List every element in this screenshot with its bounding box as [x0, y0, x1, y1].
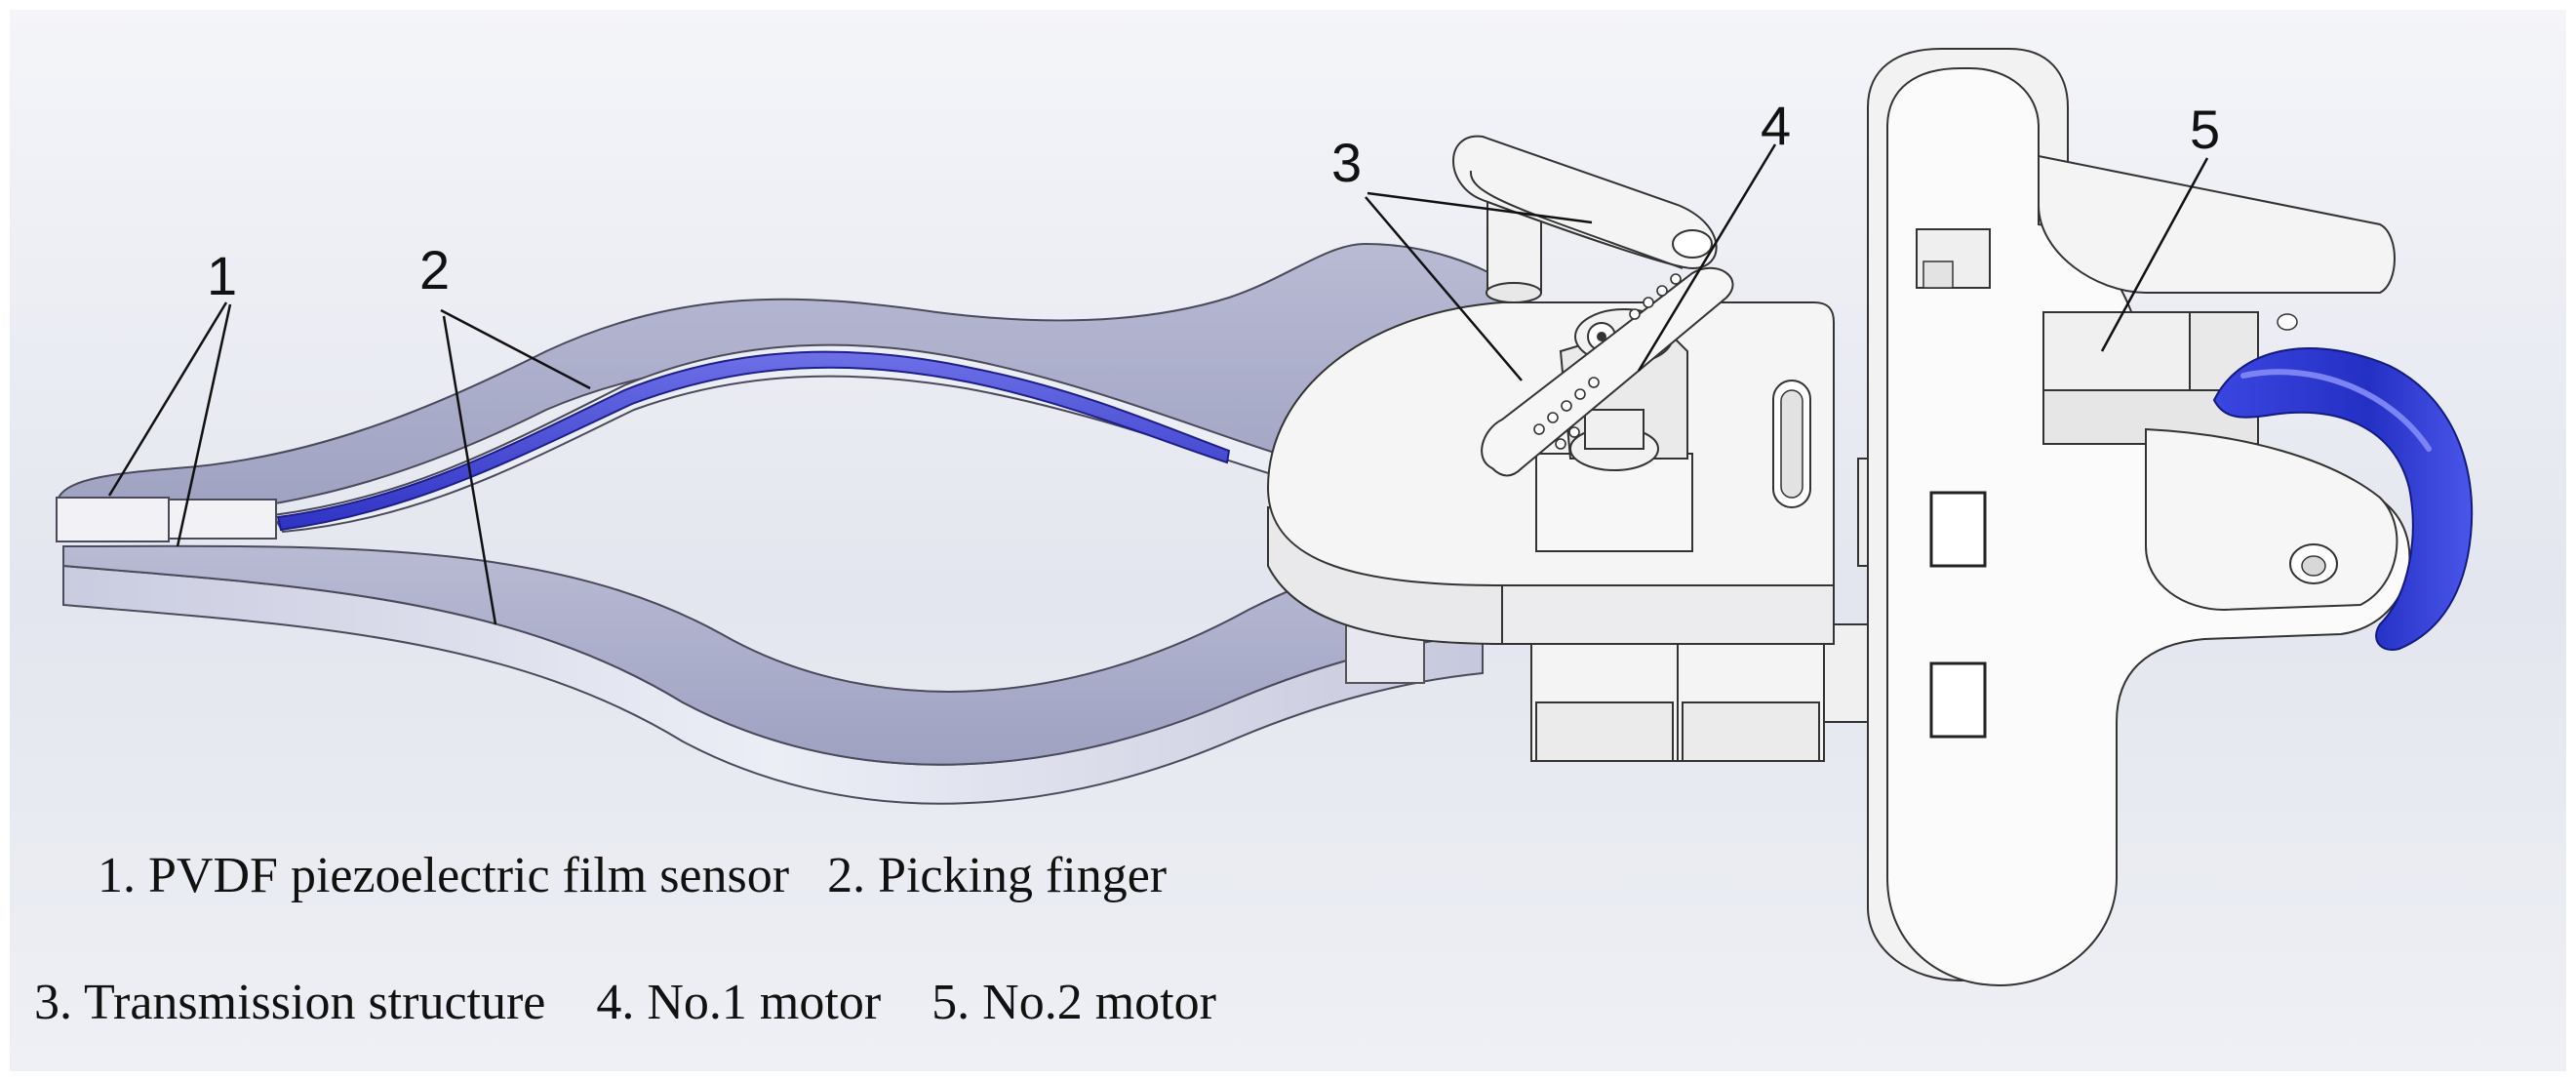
no2-motor-assembly	[1857, 48, 2474, 987]
callout-1: 1	[207, 245, 237, 306]
pvdf-film-sensor	[276, 350, 1231, 532]
legend-item-2: 2. Picking finger	[827, 848, 1168, 903]
no1-motor-assembly	[1266, 301, 1883, 762]
legend-line-1: 1. PVDF piezoelectric film sensor 2. Pic…	[98, 851, 1167, 901]
legend-item-4: 4. No.1 motor	[596, 975, 882, 1030]
callout-leaders	[107, 143, 2209, 625]
legend-item-5: 5. No.2 motor	[931, 975, 1216, 1030]
legend-line-2: 3. Transmission structure 4. No.1 motor …	[34, 978, 1216, 1028]
callout-5: 5	[2190, 99, 2220, 160]
callout-4: 4	[1761, 95, 1791, 156]
horn-holes	[1533, 273, 1682, 450]
lower-picking-finger	[62, 544, 1484, 805]
legend-item-3: 3. Transmission structure	[34, 975, 546, 1030]
callout-3: 3	[1331, 132, 1362, 193]
legend-item-1: 1. PVDF piezoelectric film sensor	[98, 848, 790, 903]
callout-2: 2	[419, 239, 450, 300]
